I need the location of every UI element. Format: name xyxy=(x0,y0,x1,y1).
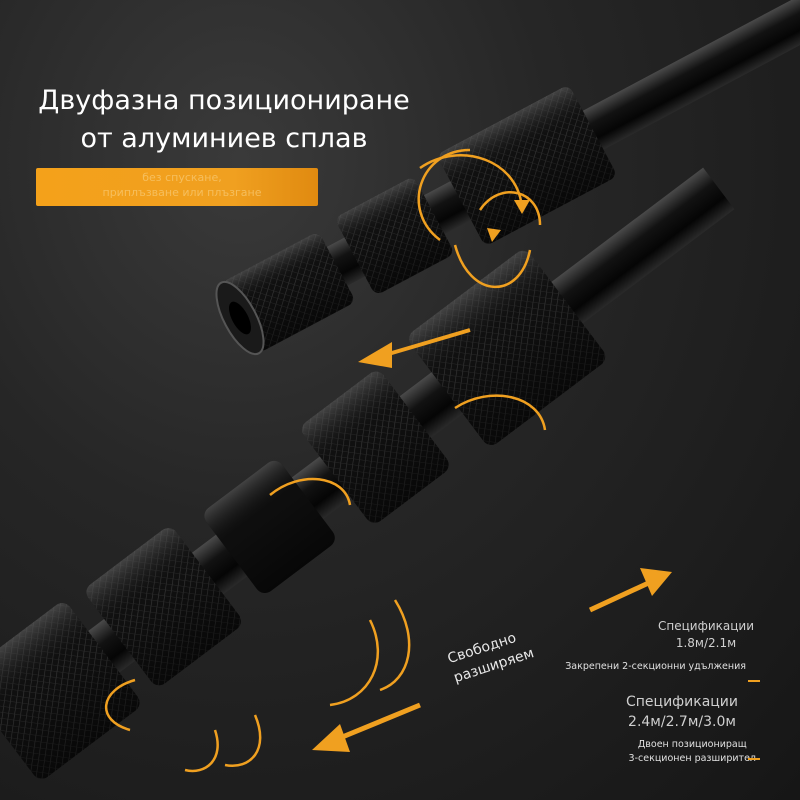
banner-line-1: без спускане, xyxy=(142,171,222,184)
spec-long-sizes: 2.4м/2.7м/3.0м xyxy=(628,714,736,730)
spec-long-note: Двоен позициониращ 3-секционен разширите… xyxy=(629,738,756,766)
lower-pole xyxy=(0,167,735,779)
arrow-head-icon xyxy=(487,228,501,242)
spec-short-divider xyxy=(748,680,760,682)
spec-short-title: Спецификации xyxy=(658,619,754,633)
headline: Двуфазна позициониране от алуминиев спла… xyxy=(14,82,434,158)
spec-short-note: Закрепени 2-секционни удължения xyxy=(565,661,746,672)
spec-short: Спецификации 1.8м/2.1м xyxy=(658,618,754,652)
spec-short-sizes: 1.8м/2.1м xyxy=(675,636,737,650)
expand-arrow-lower-left xyxy=(312,702,421,752)
upper-pole xyxy=(215,0,800,356)
rotation-arrows-upper xyxy=(417,148,542,289)
arrow-head-icon xyxy=(514,200,530,214)
headline-line-1: Двуфазна позициониране xyxy=(38,85,410,116)
spec-long-note-line-2: 3-секционен разширител xyxy=(628,753,756,764)
spec-long-note-line-1: Двоен позициониращ xyxy=(637,739,747,750)
headline-line-2: от алуминиев сплав xyxy=(80,123,368,154)
spec-long-divider xyxy=(748,758,760,760)
retract-arrow-upper xyxy=(358,328,471,368)
spec-long-title: Спецификации xyxy=(626,694,738,710)
feature-banner xyxy=(36,168,318,206)
rotation-arrows-lower xyxy=(104,394,547,773)
expand-arrow-lower-right xyxy=(588,568,672,613)
spec-long: Спецификации 2.4м/2.7м/3.0м xyxy=(626,692,738,732)
feature-banner-text: без спускане, приплъзване или плъзгане xyxy=(62,170,302,200)
banner-line-2: приплъзване или плъзгане xyxy=(102,186,262,199)
